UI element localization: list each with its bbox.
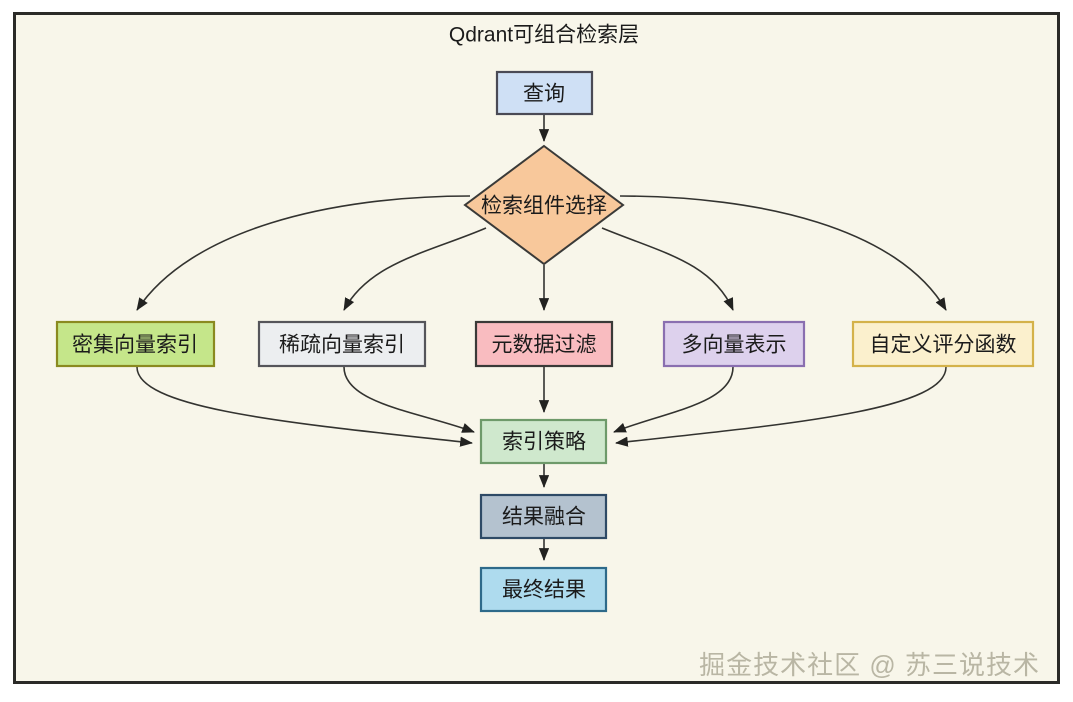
- node-final[interactable]: 最终结果: [479, 566, 608, 613]
- node-selector-diamond[interactable]: [463, 144, 625, 266]
- node-fusion-label: 结果融合: [502, 506, 586, 529]
- node-metafilter-label: 元数据过滤: [492, 334, 597, 357]
- node-sparse-box[interactable]: [257, 320, 427, 368]
- edge-sparse-to-indexstrategy: [343, 366, 475, 433]
- node-metafilter-box[interactable]: [474, 320, 614, 368]
- node-final-label: 最终结果: [502, 579, 586, 602]
- diagram-title: Qdrant可组合检索层: [449, 24, 639, 47]
- node-dense-box[interactable]: [55, 320, 216, 368]
- node-fusion[interactable]: 结果融合: [479, 493, 608, 540]
- edge-multivector-to-indexstrategy: [613, 366, 734, 433]
- node-query-box[interactable]: [495, 70, 594, 116]
- edge-selector-to-customscore: [619, 195, 947, 311]
- node-final-box[interactable]: [479, 566, 608, 613]
- node-fusion-box[interactable]: [479, 493, 608, 540]
- node-metafilter[interactable]: 元数据过滤: [474, 320, 614, 368]
- edge-group: [136, 114, 947, 561]
- node-selector[interactable]: 检索组件选择: [463, 144, 625, 266]
- node-sparse-label: 稀疏向量索引: [279, 334, 405, 357]
- node-customscore-label: 自定义评分函数: [870, 334, 1017, 357]
- edge-selector-to-dense: [136, 195, 471, 311]
- node-indexstrategy-box[interactable]: [479, 418, 608, 465]
- node-dense-label: 密集向量索引: [72, 334, 198, 357]
- node-indexstrategy-label: 索引策略: [502, 431, 586, 454]
- edge-customscore-to-indexstrategy: [615, 366, 947, 447]
- node-customscore[interactable]: 自定义评分函数: [851, 320, 1035, 368]
- edge-dense-to-indexstrategy: [136, 366, 473, 447]
- node-multivector-box[interactable]: [662, 320, 806, 368]
- node-multivector-label: 多向量表示: [682, 334, 787, 357]
- node-selector-label: 检索组件选择: [481, 195, 607, 218]
- node-multivector[interactable]: 多向量表示: [662, 320, 806, 368]
- edge-selector-to-sparse: [343, 227, 487, 311]
- node-sparse[interactable]: 稀疏向量索引: [257, 320, 427, 368]
- node-indexstrategy[interactable]: 索引策略: [479, 418, 608, 465]
- node-query[interactable]: 查询: [495, 70, 594, 116]
- node-query-label: 查询: [523, 83, 565, 106]
- watermark: 掘金技术社区 @ 苏三说技术: [699, 650, 1040, 680]
- node-dense[interactable]: 密集向量索引: [55, 320, 216, 368]
- edge-selector-to-multivector: [601, 227, 734, 311]
- node-customscore-box[interactable]: [851, 320, 1035, 368]
